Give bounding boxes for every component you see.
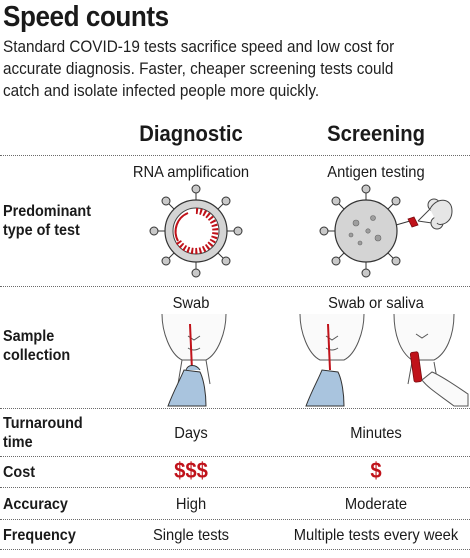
- type-of-test-screening: Antigen testing: [327, 164, 425, 181]
- column-header-diagnostic: Diagnostic: [139, 121, 243, 146]
- sample-collection-screening: Swab or saliva: [328, 295, 424, 312]
- row-label-accuracy: Accuracy: [3, 496, 68, 513]
- swab-screening-illustration: [299, 313, 365, 407]
- divider: [0, 519, 470, 520]
- virus-spike: [149, 184, 243, 278]
- sample-collection-diagnostic: Swab: [172, 295, 210, 312]
- row-label-type-of-test: Predominant type of test: [3, 203, 92, 239]
- divider: [0, 286, 470, 287]
- subtitle-line-3: catch and isolate infected people more q…: [3, 81, 320, 100]
- cost-screening: $: [370, 458, 382, 483]
- divider: [0, 487, 470, 488]
- frequency-diagnostic: Single tests: [152, 527, 230, 544]
- saliva-tube-illustration: [393, 313, 469, 407]
- subtitle-line-1: Standard COVID-19 tests sacrifice speed …: [3, 37, 395, 56]
- row-label-cost: Cost: [3, 464, 36, 481]
- subtitle-line-2: accurate diagnosis. Faster, cheaper scre…: [3, 59, 394, 78]
- divider: [0, 456, 470, 457]
- row-label-sample-collection: Sample collection: [3, 328, 71, 364]
- virus-antigen-illustration: [319, 184, 453, 278]
- frequency-screening: Multiple tests every week: [293, 527, 459, 544]
- nasal-swab-illustration: [161, 313, 227, 407]
- subtitle: Standard COVID-19 tests sacrifice speed …: [3, 36, 435, 102]
- type-of-test-diagnostic: RNA amplification: [132, 164, 250, 181]
- turnaround-diagnostic: Days: [174, 425, 208, 442]
- accuracy-diagnostic: High: [175, 496, 207, 513]
- divider: [0, 155, 470, 156]
- page-title: Speed counts: [3, 1, 169, 33]
- cost-diagnostic: $$$: [174, 458, 208, 483]
- accuracy-screening: Moderate: [344, 496, 408, 513]
- divider: [0, 408, 470, 409]
- virus-rna-illustration: [149, 184, 243, 278]
- row-label-frequency: Frequency: [3, 527, 76, 544]
- divider: [0, 549, 470, 550]
- column-header-screening: Screening: [327, 121, 425, 146]
- row-label-turnaround-time: Turnaround time: [3, 415, 83, 451]
- turnaround-screening: Minutes: [350, 425, 402, 442]
